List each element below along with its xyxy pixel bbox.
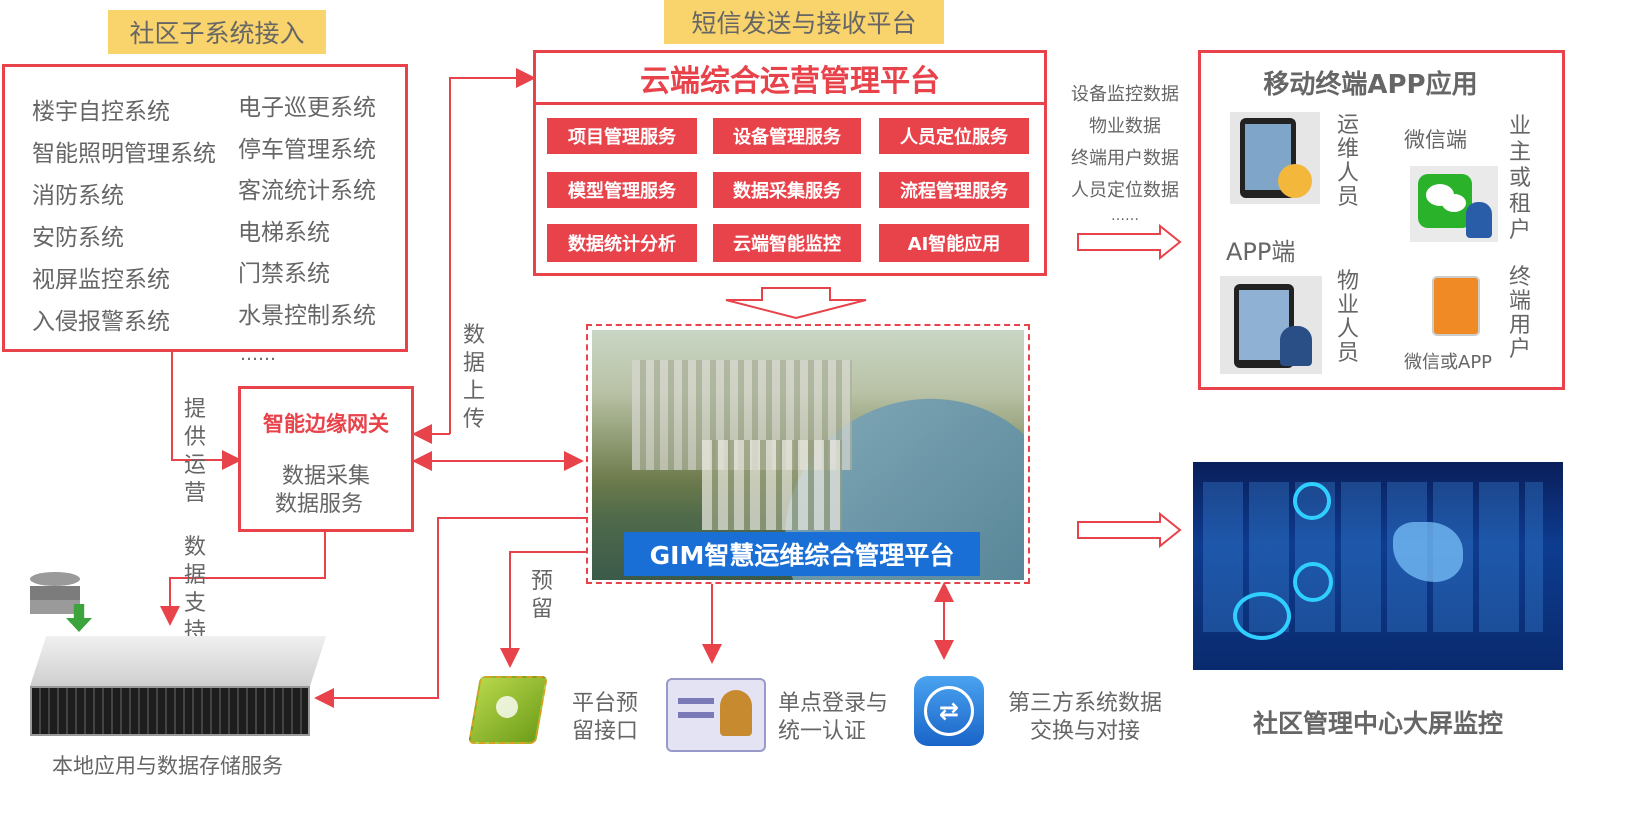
sms-platform-tag: 短信发送与接收平台: [664, 0, 944, 44]
service-item: 流程管理服务: [879, 172, 1029, 208]
gim-platform-title: GIM智慧运维综合管理平台: [624, 532, 980, 576]
line-subsys-to-gateway: [171, 352, 242, 470]
phone-app-icon: [1432, 276, 1480, 336]
gim-platform-frame: [586, 324, 1030, 584]
data-list-item: 人员定位数据: [1071, 180, 1179, 201]
edge-gateway-box: [238, 386, 414, 532]
server-rack-image: [30, 636, 327, 742]
service-item: 设备管理服务: [713, 118, 861, 154]
subsystem-item: 停车管理系统: [238, 136, 376, 163]
sso-card-icon: [666, 678, 766, 752]
reserve-label: 预留: [530, 569, 553, 622]
app-side-label: APP端: [1226, 238, 1296, 266]
line-gateway-to-storage: [160, 532, 326, 626]
tablet-ops-icon: [1230, 112, 1320, 204]
database-icon: [30, 572, 92, 634]
data-list-item: 设备监控数据: [1071, 84, 1179, 105]
sso-caption: 单点登录与统一认证: [778, 691, 889, 744]
big-screen-caption: 社区管理中心大屏监控: [1252, 709, 1503, 738]
hollow-arrow-down: [725, 287, 867, 320]
data-support-label: 数据支持: [183, 535, 206, 644]
subsystem-item: 视屏监控系统: [32, 267, 170, 293]
service-item: 数据采集服务: [713, 172, 861, 208]
subsystem-col2: 电子巡更系统 停车管理系统 客流统计系统 电梯系统 门禁系统 水景控制系统: [238, 88, 376, 337]
chip-icon: [466, 668, 548, 748]
subsystem-item: 水景控制系统: [238, 302, 376, 329]
line-gateway-to-cloud: [449, 68, 536, 434]
subsystem-access-tag: 社区子系统接入: [108, 10, 326, 54]
hollow-arrow-right-screen: [1077, 511, 1182, 549]
subsystem-item: 电子巡更系统: [238, 95, 376, 121]
subsystem-item: 消防系统: [32, 183, 124, 209]
ops-staff-label: 运维人员: [1336, 113, 1359, 210]
data-list-ellipsis: ……: [1111, 208, 1139, 224]
line-gim-to-storage: [314, 517, 586, 708]
subsystem-item: 智能照明管理系统: [32, 141, 216, 167]
service-item: 云端智能监控: [713, 224, 861, 262]
property-staff-label: 物业人员: [1336, 269, 1359, 366]
service-item: 人员定位服务: [879, 118, 1029, 154]
reserve-interface-caption: 平台预留接口: [572, 691, 639, 744]
cloud-platform-title: 云端综合运营管理平台: [640, 64, 940, 99]
hollow-arrow-right-mobile: [1077, 223, 1182, 261]
data-list-item: 终端用户数据: [1071, 148, 1179, 169]
owner-label: 业主或租户: [1508, 114, 1531, 243]
edge-gateway-title: 智能边缘网关: [263, 412, 389, 436]
exchange-icon: ⇄: [914, 676, 984, 746]
subsystem-ellipsis: ……: [240, 344, 276, 365]
service-item: 项目管理服务: [547, 118, 697, 154]
data-list: 设备监控数据 物业数据 终端用户数据 人员定位数据 ……: [1060, 80, 1190, 234]
end-user-label: 终端用户: [1508, 265, 1531, 362]
service-item: AI智能应用: [879, 224, 1029, 262]
storage-caption: 本地应用与数据存储服务: [52, 754, 283, 778]
line-gim-to-chip: [500, 551, 586, 668]
provide-ops-label: 提供运营: [183, 397, 206, 506]
big-screen-image: [1193, 462, 1563, 670]
subsystem-item: 电梯系统: [238, 219, 330, 246]
subsystem-item: 入侵报警系统: [32, 309, 170, 335]
subsystem-item: 安防系统: [32, 225, 124, 251]
service-item: 模型管理服务: [547, 172, 697, 208]
tablet-property-icon: [1220, 276, 1322, 374]
subsystem-col1: 楼宇自控系统 智能照明管理系统 消防系统 安防系统 视屏监控系统 入侵报警系统: [32, 92, 216, 344]
wechat-or-app-label: 微信或APP: [1404, 352, 1493, 373]
service-item: 数据统计分析: [547, 224, 697, 262]
wechat-label: 微信端: [1404, 128, 1467, 152]
mobile-app-title: 移动终端APP应用: [1263, 70, 1478, 100]
data-upload-label: 数据上传: [462, 323, 485, 432]
third-party-caption: 第三方系统数据交换与对接: [1007, 691, 1162, 744]
wechat-icon: [1410, 166, 1498, 242]
gateway-line1: 数据采集: [281, 464, 370, 489]
subsystem-list-box: [2, 64, 408, 352]
data-list-item: 物业数据: [1089, 116, 1161, 137]
subsystem-item: 楼宇自控系统: [32, 99, 170, 125]
cloud-title-divider: [533, 102, 1047, 105]
subsystem-item: 门禁系统: [238, 261, 330, 287]
gateway-line2: 数据服务: [274, 492, 363, 517]
subsystem-item: 客流统计系统: [238, 178, 376, 204]
